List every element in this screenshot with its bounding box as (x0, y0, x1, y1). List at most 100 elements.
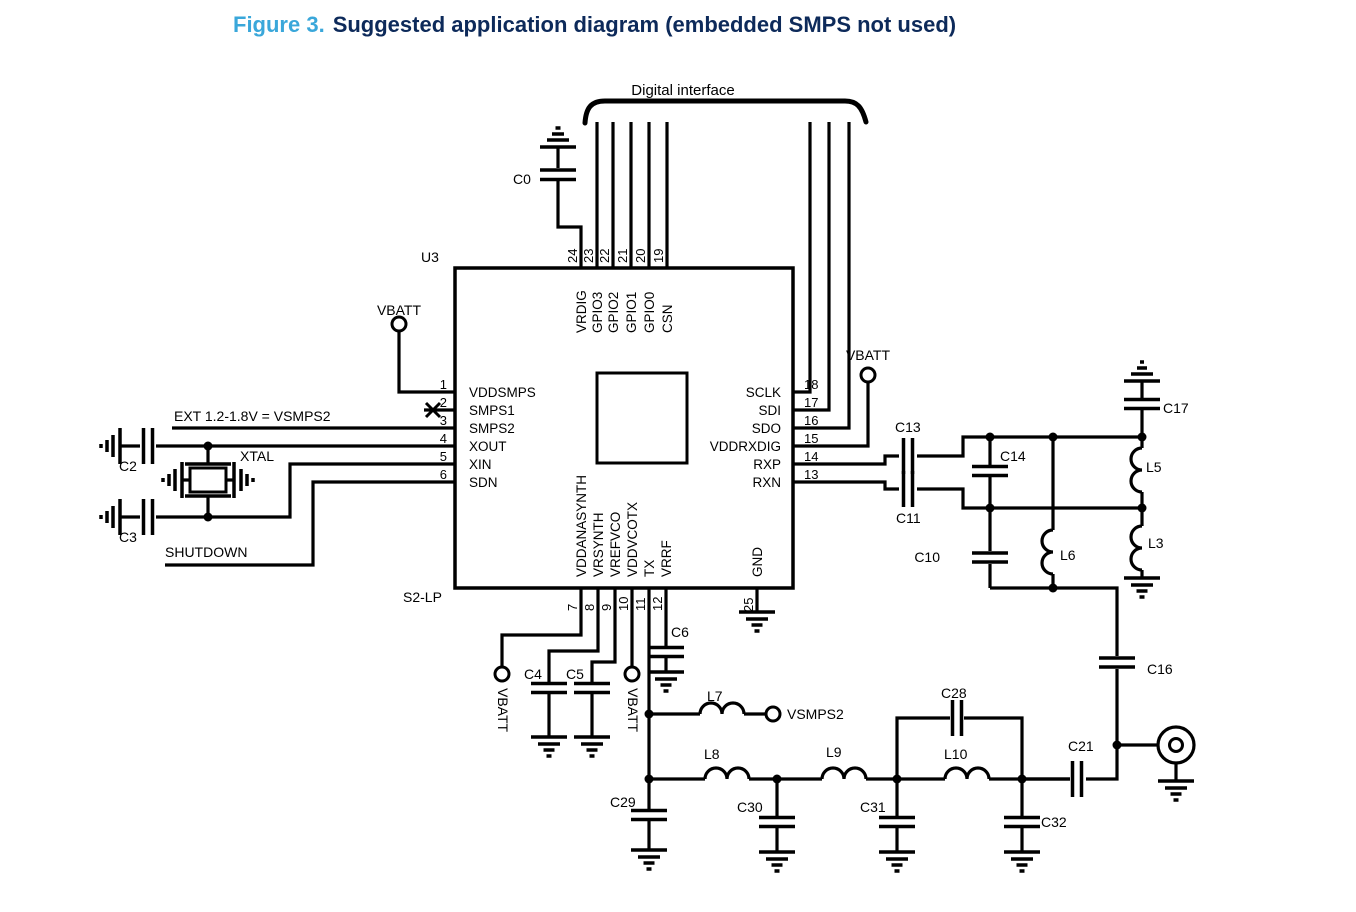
pin-name-tx: TX (642, 560, 657, 577)
pin-name-gnd: GND (750, 547, 765, 577)
bottom-pin-names: VDDANASYNTH VRSYNTH VREFVCO VDDVCOTX TX … (574, 475, 765, 577)
pin-number-13: 13 (804, 467, 818, 482)
pin-number-17: 17 (804, 395, 818, 410)
ground-pad25 (739, 610, 775, 633)
ground-xtal-left (161, 462, 184, 498)
capacitor-c2 (141, 428, 155, 464)
label-c0: C0 (513, 171, 531, 187)
label-vsmps2: VSMPS2 (787, 706, 844, 722)
capacitor-c4 (531, 681, 567, 695)
pin-number-5: 5 (440, 449, 447, 464)
pin-number-12: 12 (650, 597, 665, 611)
pin-name-vddsmps: VDDSMPS (469, 385, 536, 400)
label-c4: C4 (524, 666, 542, 682)
pin-name-gpio0: GPIO0 (642, 292, 657, 333)
label-c5: C5 (566, 666, 584, 682)
capacitor-plates (141, 168, 1160, 829)
label-c32: C32 (1041, 814, 1067, 830)
pin-number-14: 14 (804, 449, 818, 464)
label-c17: C17 (1163, 400, 1189, 416)
pin-number-9: 9 (599, 604, 614, 611)
label-c29: C29 (610, 794, 636, 810)
label-c28: C28 (941, 685, 967, 701)
capacitor-c13 (901, 438, 915, 474)
label-c14: C14 (1000, 448, 1026, 464)
label-c3: C3 (119, 529, 137, 545)
net-labels: VBATT VBATT VBATT VBATT VSMPS2 EXT 1.2-1… (165, 302, 890, 733)
label-c31: C31 (860, 799, 886, 815)
pin-number-25: 25 (741, 598, 756, 612)
label-l8: L8 (704, 746, 720, 762)
pin-number-18: 18 (804, 377, 818, 392)
pin-name-gpio1: GPIO1 (624, 292, 639, 333)
pin-number-8: 8 (582, 604, 597, 611)
label-c30: C30 (737, 799, 763, 815)
capacitor-c10 (972, 551, 1008, 564)
vbatt-terminal-pin7 (493, 665, 511, 683)
vsmps2-terminal (764, 705, 782, 723)
capacitor-c30 (759, 815, 795, 829)
label-l7: L7 (707, 688, 723, 704)
pin-number-1: 1 (440, 377, 447, 392)
pin-number-3: 3 (440, 413, 447, 428)
pin-name-xout: XOUT (469, 439, 507, 454)
label-l5: L5 (1146, 459, 1162, 475)
vbatt-terminal-pin10 (623, 665, 641, 683)
rf-connector (1156, 725, 1196, 765)
pin-number-20: 20 (633, 249, 648, 263)
pin-name-vddvcotx: VDDVCOTX (625, 502, 640, 577)
ground-c6 (648, 670, 684, 693)
ic-center-pad (595, 371, 689, 465)
pin-number-22: 22 (597, 249, 612, 263)
pin-number-6: 6 (440, 467, 447, 482)
figure-caption: Suggested application diagram (embedded … (332, 12, 957, 37)
top-pin-names: VRDIG GPIO3 GPIO2 GPIO1 GPIO0 CSN (574, 290, 675, 333)
bottom-pin-numbers: 7 8 9 10 11 12 25 (565, 597, 756, 612)
pin-name-sdn: SDN (469, 475, 498, 490)
ground-c31 (879, 850, 915, 873)
pin-name-vrefvco: VREFVCO (608, 512, 623, 577)
capacitor-c21 (1070, 761, 1084, 797)
wires (120, 122, 1178, 852)
label-c16: C16 (1147, 661, 1173, 677)
pin-number-15: 15 (804, 431, 818, 446)
label-c2: C2 (119, 458, 137, 474)
capacitor-c31 (879, 815, 915, 829)
capacitor-c0 (540, 168, 576, 182)
pin-number-21: 21 (615, 249, 630, 263)
right-pin-names: SCLK SDI SDO VDDRXDIG RXP RXN (710, 385, 781, 490)
pin-name-rxn: RXN (752, 475, 781, 490)
pin-name-sclk: SCLK (746, 385, 781, 400)
junction-dots (203, 432, 1147, 784)
crystal-xtal (185, 462, 231, 498)
ground-antenna (1158, 779, 1194, 802)
digital-interface-brace (582, 98, 869, 126)
pin-name-gpio2: GPIO2 (606, 292, 621, 333)
vbatt-terminal-right (859, 366, 877, 384)
digital-interface-label: Digital interface (631, 82, 734, 99)
ground-c29 (631, 848, 667, 871)
ground-symbols (99, 126, 1194, 873)
ground-c4 (531, 735, 567, 758)
figure-title: Figure 3.Suggested application diagram (… (233, 12, 956, 38)
pin-number-11: 11 (633, 598, 648, 612)
ground-c32 (1004, 850, 1040, 873)
pin-name-vddanasynth: VDDANASYNTH (574, 475, 589, 577)
pin-name-vrrf: VRRF (659, 540, 674, 577)
pin-name-gpio3: GPIO3 (590, 292, 605, 333)
pin-name-smps2: SMPS2 (469, 421, 515, 436)
ground-l3 (1124, 576, 1160, 599)
pin-number-24: 24 (565, 249, 580, 263)
capacitor-c29 (631, 808, 667, 822)
label-c10: C10 (914, 549, 940, 565)
label-l9: L9 (826, 744, 842, 760)
pin-name-vddrxdig: VDDRXDIG (710, 439, 781, 454)
label-shutdown: SHUTDOWN (165, 544, 247, 560)
vbatt-terminal-left (390, 315, 408, 333)
label-vbatt-pin10: VBATT (625, 688, 641, 733)
pin-number-2: 2 (440, 395, 447, 410)
top-pin-numbers: 24 23 22 21 20 19 (565, 249, 666, 263)
label-c6: C6 (671, 624, 689, 640)
label-xtal: XTAL (240, 448, 274, 464)
label-vbatt-left: VBATT (377, 302, 422, 318)
